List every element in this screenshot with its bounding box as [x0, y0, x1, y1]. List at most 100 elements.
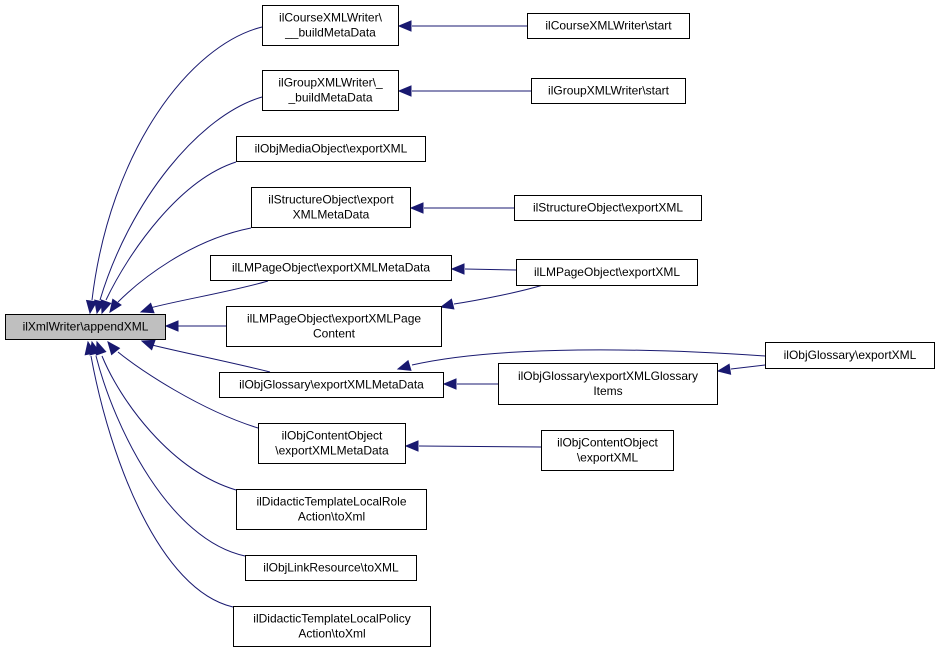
edge-course_build-to-root	[85, 26, 263, 315]
node-label: ilDidacticTemplateLocalPolicy	[253, 612, 410, 626]
node-label: ilLMPageObject\exportXMLPage	[247, 312, 421, 326]
node-label: Action\toXml	[298, 627, 365, 641]
node-box	[498, 363, 718, 405]
edge-line	[101, 355, 237, 491]
edge-struct_export-to-struct_meta	[409, 202, 514, 214]
edge-line	[105, 161, 237, 301]
node-label: ilObjContentObject	[557, 436, 658, 450]
node-label: ilDidacticTemplateLocalRole	[256, 495, 406, 509]
node-box	[765, 342, 935, 369]
node-link-toxml[interactable]: ilObjLinkResource\toXML	[245, 555, 417, 581]
edge-line	[411, 349, 766, 366]
node-course-start[interactable]: ilCourseXMLWriter\start	[527, 13, 690, 39]
edge-line	[91, 26, 263, 301]
edge-line	[730, 364, 766, 370]
edge-didactic_role-to-root	[95, 340, 237, 491]
arrowhead-icon	[716, 363, 732, 375]
arrowhead-icon	[139, 302, 155, 314]
node-content-export[interactable]: ilObjContentObject\exportXML	[541, 430, 674, 471]
node-label: ilGroupXMLWriter\start	[548, 84, 670, 98]
arrowhead-icon	[404, 440, 419, 452]
node-label: ilStructureObject\export	[268, 193, 394, 207]
node-label: ilCourseXMLWriter\	[279, 11, 383, 25]
node-label: \exportXML	[577, 451, 639, 465]
edge-line	[117, 351, 259, 429]
node-gloss-meta[interactable]: ilObjGlossary\exportXMLMetaData	[219, 372, 444, 398]
arrowhead-icon	[100, 299, 112, 315]
node-box	[527, 13, 690, 39]
node-group-start[interactable]: ilGroupXMLWriter\start	[531, 78, 686, 104]
node-media-export[interactable]: ilObjMediaObject\exportXML	[236, 136, 426, 162]
node-box	[5, 314, 166, 340]
node-gloss-export[interactable]: ilObjGlossary\exportXML	[765, 342, 935, 369]
edge-struct_meta-to-root	[109, 227, 252, 314]
edge-line	[95, 355, 246, 557]
node-content-meta[interactable]: ilObjContentObject\exportXMLMetaData	[258, 423, 406, 464]
node-label: Action\toXml	[298, 510, 365, 524]
node-struct-meta[interactable]: ilStructureObject\exportXMLMetaData	[251, 187, 411, 228]
edge-lmpage_meta-to-root	[139, 280, 269, 314]
arrowhead-icon	[450, 263, 465, 275]
node-box	[210, 255, 452, 281]
node-course-build[interactable]: ilCourseXMLWriter\__buildMetaData	[262, 5, 399, 46]
node-label: _buildMetaData	[287, 91, 372, 105]
arrowhead-icon	[409, 202, 424, 214]
node-label: ilCourseXMLWriter\start	[545, 19, 672, 33]
arrowhead-icon	[107, 340, 121, 356]
edge-didactic_policy-to-root	[84, 340, 234, 608]
arrowhead-icon	[84, 340, 96, 356]
edge-gloss_export-to-gloss_items	[716, 363, 766, 375]
arrowhead-icon	[397, 85, 412, 97]
node-label: ilXmlWriter\appendXML	[23, 320, 149, 334]
edge-group_start-to-group_build	[397, 85, 531, 97]
edge-line	[99, 96, 263, 301]
node-label: XMLMetaData	[293, 208, 370, 222]
arrowhead-icon	[397, 20, 412, 32]
node-box	[541, 430, 674, 471]
node-box	[236, 489, 427, 530]
edge-content_meta-to-root	[107, 340, 259, 429]
node-box	[236, 136, 426, 162]
node-box	[258, 423, 406, 464]
edge-lmpage_export-to-lmpage_meta	[450, 263, 517, 275]
node-lmpage-export[interactable]: ilLMPageObject\exportXML	[516, 259, 698, 286]
edge-line	[149, 280, 269, 309]
node-label: ilGroupXMLWriter\_	[278, 76, 383, 90]
edge-content_export-to-content_meta	[404, 440, 542, 452]
node-label: ilObjGlossary\exportXMLGlossary	[518, 369, 698, 383]
edge-course_start-to-course_build	[397, 20, 527, 32]
node-group-build[interactable]: ilGroupXMLWriter\__buildMetaData	[262, 70, 399, 111]
edges-layer	[84, 20, 766, 608]
arrowhead-icon	[442, 378, 457, 390]
arrowhead-icon	[439, 298, 455, 310]
node-box	[514, 195, 702, 221]
node-root[interactable]: ilXmlWriter\appendXML	[5, 314, 166, 340]
node-label: ilObjGlossary\exportXML	[784, 348, 917, 362]
edge-line	[464, 268, 517, 271]
arrowhead-icon	[164, 320, 179, 332]
node-label: ilLMPageObject\exportXMLMetaData	[232, 261, 430, 275]
edge-line	[453, 284, 544, 305]
node-label: \exportXMLMetaData	[275, 444, 389, 458]
node-box	[262, 5, 399, 46]
node-box	[531, 78, 686, 104]
edge-gloss_export-to-gloss_meta	[396, 349, 766, 371]
node-label: ilLMPageObject\exportXML	[534, 265, 680, 279]
node-lmpage-meta[interactable]: ilLMPageObject\exportXMLMetaData	[210, 255, 452, 281]
nodes-layer: ilXmlWriter\appendXMLilCourseXMLWriter\_…	[5, 5, 935, 647]
node-label: ilObjGlossary\exportXMLMetaData	[239, 378, 424, 392]
edge-media_export-to-root	[100, 161, 237, 315]
arrowhead-icon	[85, 299, 98, 315]
node-box	[226, 306, 442, 347]
node-box	[233, 606, 431, 647]
node-didactic-policy[interactable]: ilDidacticTemplateLocalPolicyAction\toXm…	[233, 606, 431, 647]
node-struct-export[interactable]: ilStructureObject\exportXML	[514, 195, 702, 221]
arrowhead-icon	[109, 298, 122, 314]
node-box	[219, 372, 444, 398]
edge-line	[117, 227, 252, 303]
node-box	[516, 259, 698, 286]
